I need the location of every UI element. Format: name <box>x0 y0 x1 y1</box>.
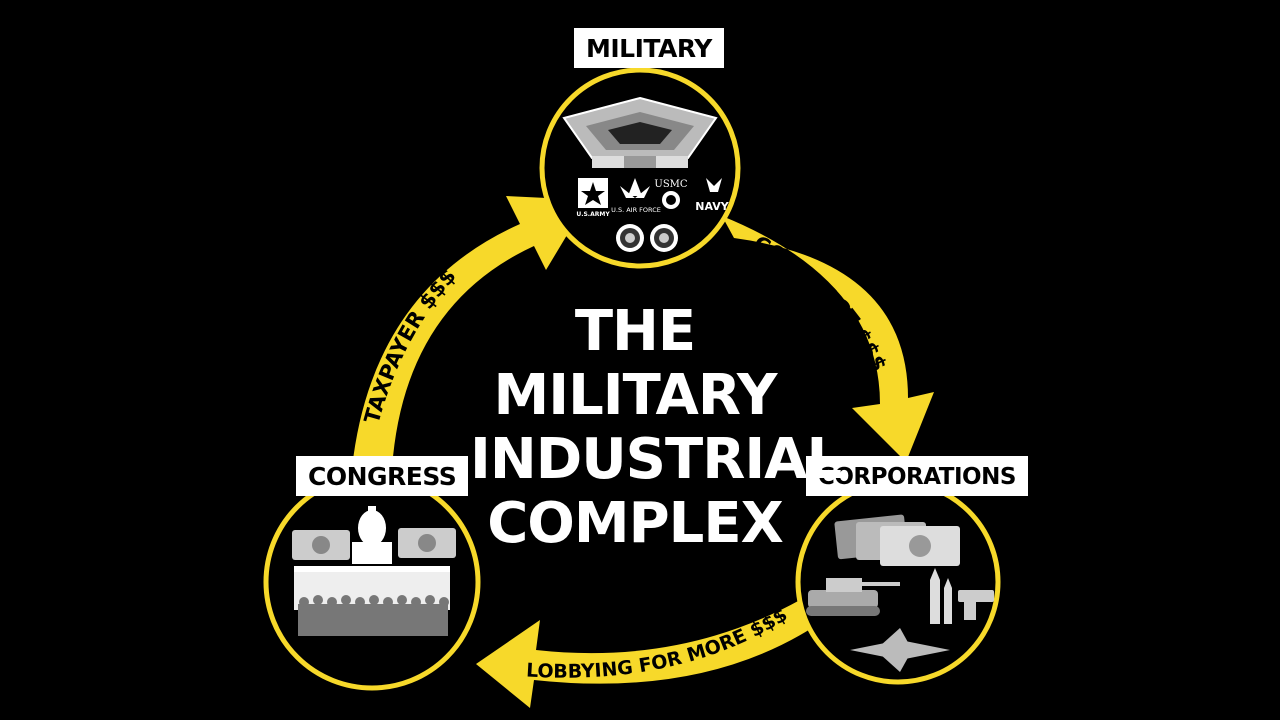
fighter-jet-icon <box>850 628 950 672</box>
diagram-title: THE MILITARY INDUSTRIAL COMPLEX <box>470 299 842 556</box>
svg-text:USMC: USMC <box>654 179 688 190</box>
army-insignia-icon: U.S.ARMY <box>576 178 610 218</box>
title-line-2: MILITARY <box>493 363 778 428</box>
svg-text:U.S.ARMY: U.S.ARMY <box>576 211 610 218</box>
pentagon-icon <box>562 96 718 168</box>
military-label: MILITARY <box>574 28 724 68</box>
military-node: U.S.ARMY U.S. AIR FORCE USMC NAVY <box>539 67 741 269</box>
corporations-node <box>795 479 1001 685</box>
tank-icon <box>806 578 900 616</box>
flow-label-taxpayer: TAXPAYER $$$ <box>360 264 461 426</box>
congress-label: CONGRESS <box>296 456 469 496</box>
title-line-1: THE <box>574 299 696 364</box>
congress-node <box>263 473 481 691</box>
cia-seal-icon <box>616 224 644 252</box>
navy-insignia-icon: NAVY <box>695 178 730 213</box>
nsa-seal-icon <box>650 224 678 252</box>
svg-text:NAVY: NAVY <box>695 200 729 213</box>
corporations-label: CORPORATIONS <box>806 456 1028 496</box>
usmc-insignia-icon: USMC <box>654 179 688 209</box>
flow-label-lobbying: LOBBYING FOR MORE $$$ <box>526 604 792 683</box>
svg-text:U.S. AIR FORCE: U.S. AIR FORCE <box>611 206 661 214</box>
crowd-silhouette-icon <box>298 595 449 636</box>
title-line-4: COMPLEX <box>487 491 784 556</box>
arrow-lobbying <box>476 600 812 708</box>
money-stack-icon <box>834 514 960 566</box>
air-force-insignia-icon: U.S. AIR FORCE <box>611 178 661 214</box>
missile-icon <box>930 568 952 624</box>
money-bill-icon <box>292 528 456 560</box>
handgun-icon <box>958 590 994 620</box>
arrow-contract <box>722 216 934 462</box>
title-line-3: INDUSTRIAL <box>470 427 842 492</box>
